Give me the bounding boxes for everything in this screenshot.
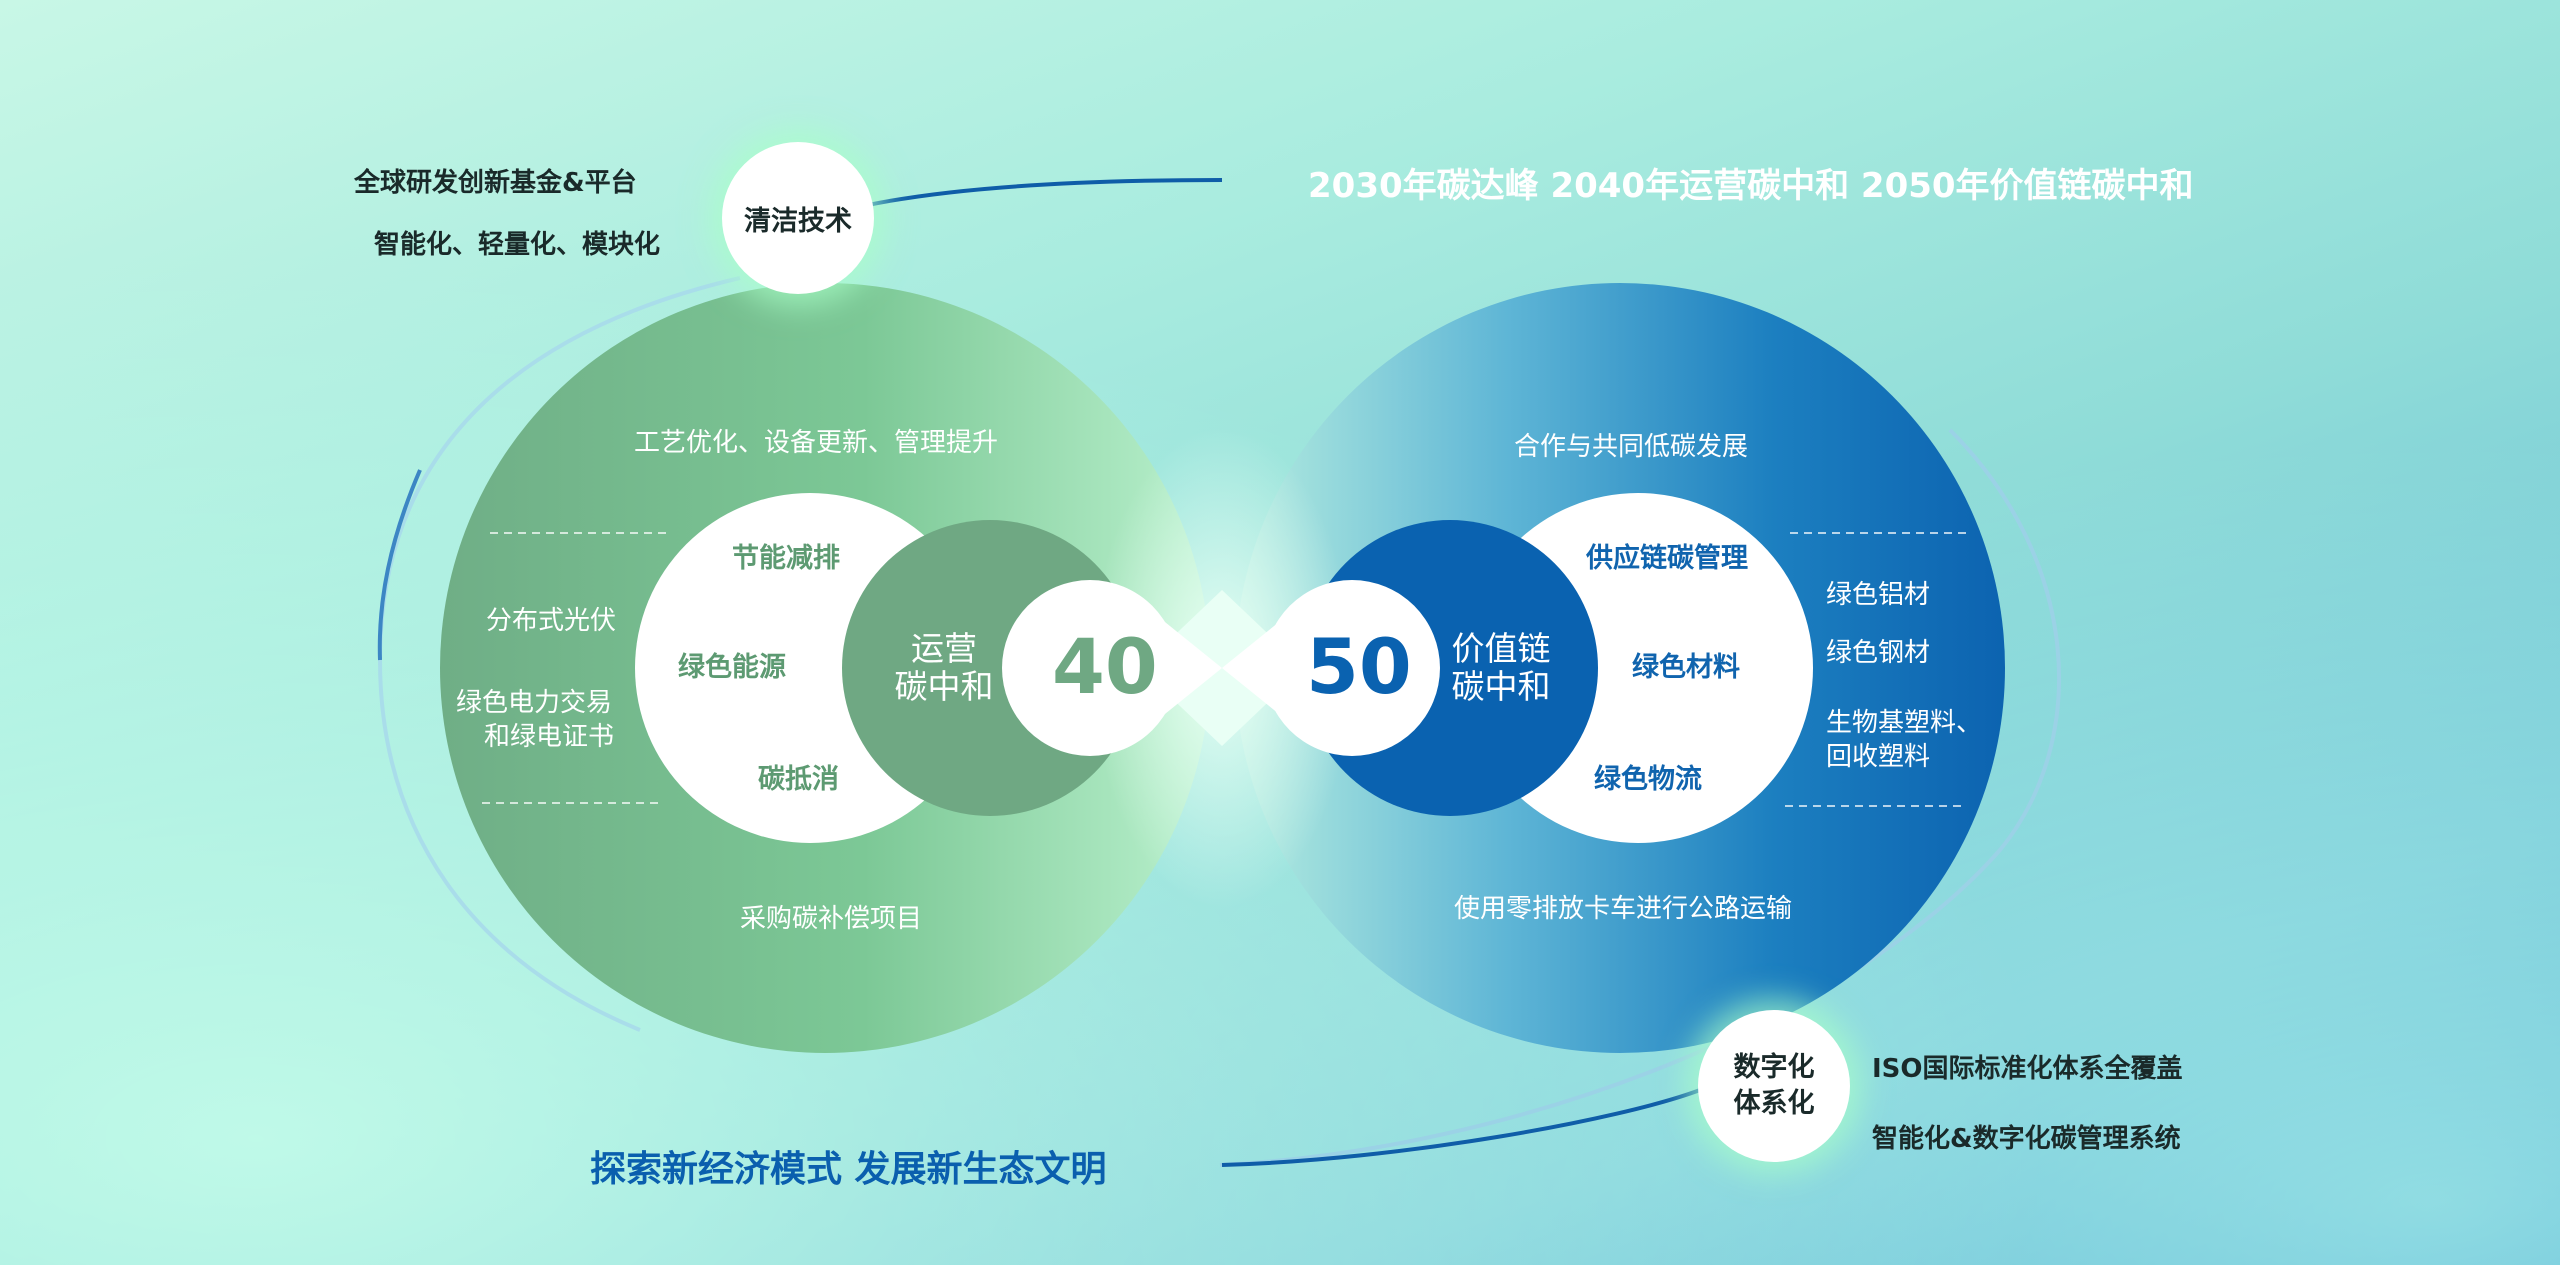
left-outer-item-3: 和绿电证书	[484, 722, 615, 752]
right-teardrop-tip	[1222, 618, 1284, 718]
right-number: 50	[1306, 622, 1412, 711]
headline-top: 2030年碳达峰 2040年运营碳中和 2050年价值链碳中和	[1308, 166, 2194, 206]
right-inner-item-2: 绿色材料	[1632, 652, 1740, 683]
left-center-label: 运营 碳中和	[884, 630, 1004, 706]
bottom-badge-note-2: 智能化&数字化碳管理系统	[1872, 1124, 2181, 1154]
right-bottom-text: 使用零排放卡车进行公路运输	[1454, 894, 1793, 924]
orbit-arc-bottom	[1221, 1088, 1701, 1167]
top-badge-note-2: 智能化、轻量化、模块化	[374, 230, 661, 260]
right-center-label: 价值链 碳中和	[1436, 630, 1566, 706]
left-number-circle	[1002, 580, 1178, 756]
digital-system-badge: 数字化 体系化	[1698, 1010, 1850, 1162]
bottom-badge-note-1: ISO国际标准化体系全覆盖	[1872, 1054, 2183, 1084]
right-center-line2: 碳中和	[1451, 667, 1551, 706]
left-center-line1: 运营	[911, 629, 977, 668]
digital-badge-line2: 体系化	[1733, 1088, 1815, 1119]
right-inner-item-3: 绿色物流	[1594, 764, 1702, 795]
right-outer-item-1: 绿色铝材	[1826, 580, 1931, 610]
left-inner-item-3: 碳抵消	[758, 764, 839, 795]
right-outer-item-3: 生物基塑料、	[1826, 708, 1983, 738]
left-center-line2: 碳中和	[894, 667, 994, 706]
left-top-text: 工艺优化、设备更新、管理提升	[634, 428, 999, 458]
left-inner-item-1: 节能减排	[732, 543, 840, 574]
left-bottom-text: 采购碳补偿项目	[740, 904, 923, 934]
headline-bottom: 探索新经济模式 发展新生态文明	[590, 1149, 1107, 1190]
top-badge-note-1: 全球研发创新基金&平台	[354, 168, 637, 198]
left-inner-item-2: 绿色能源	[678, 652, 786, 683]
left-number: 40	[1052, 622, 1158, 711]
right-outer-item-4: 回收塑料	[1826, 742, 1931, 772]
orbit-arc-left-dark	[377, 469, 422, 661]
digital-badge-line1: 数字化	[1733, 1052, 1815, 1083]
clean-tech-label: 清洁技术	[744, 205, 852, 237]
left-teardrop-tip	[1160, 618, 1222, 718]
left-outer-item-2: 绿色电力交易	[456, 688, 613, 718]
right-inner-item-1: 供应链碳管理	[1586, 543, 1748, 574]
right-outer-item-2: 绿色钢材	[1826, 638, 1931, 668]
right-top-text: 合作与共同低碳发展	[1514, 432, 1749, 462]
right-number-circle	[1264, 580, 1440, 756]
clean-tech-badge: 清洁技术	[722, 142, 874, 294]
left-outer-item-1: 分布式光伏	[486, 606, 617, 636]
orbit-arc-right	[1219, 428, 2062, 1167]
right-center-line1: 价值链	[1451, 629, 1551, 668]
